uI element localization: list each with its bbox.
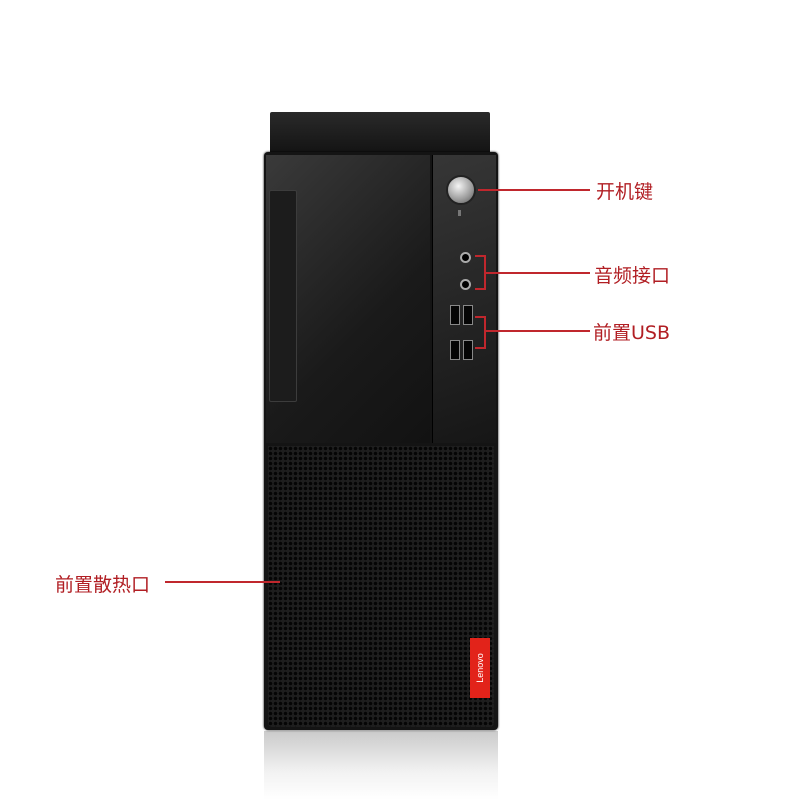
tower-top-cap: [270, 112, 490, 158]
headphone-jack-icon: [460, 279, 471, 290]
usb-port-icon: [450, 340, 460, 360]
front-usb-label: 前置USB: [593, 322, 671, 344]
power-button-label: 开机键: [596, 181, 654, 203]
front-vent-label: 前置散热口: [55, 574, 151, 596]
vent-callout-line: [165, 581, 280, 583]
tower-reflection: [264, 731, 498, 800]
mic-jack-icon: [460, 252, 471, 263]
usb-bracket-bottom: [475, 347, 485, 349]
hdd-led-icon: [458, 210, 461, 216]
logo-text: Lenovo: [475, 653, 485, 683]
usb-bracket-top: [475, 316, 485, 318]
audio-callout-line: [484, 272, 590, 274]
front-vent-grille: [268, 446, 494, 727]
usb-bracket: [484, 316, 486, 349]
power-callout-line: [478, 189, 590, 191]
optical-drive-bay: [269, 190, 297, 402]
audio-ports-label: 音频接口: [594, 265, 671, 287]
lenovo-logo: Lenovo: [470, 638, 490, 698]
usb-callout-line: [484, 330, 590, 332]
audio-bracket-bottom: [475, 288, 485, 290]
power-button-icon: [446, 175, 476, 205]
usb-port-icon: [450, 305, 460, 325]
usb-port-icon: [463, 305, 473, 325]
usb-port-icon: [463, 340, 473, 360]
audio-bracket-top: [475, 255, 485, 257]
